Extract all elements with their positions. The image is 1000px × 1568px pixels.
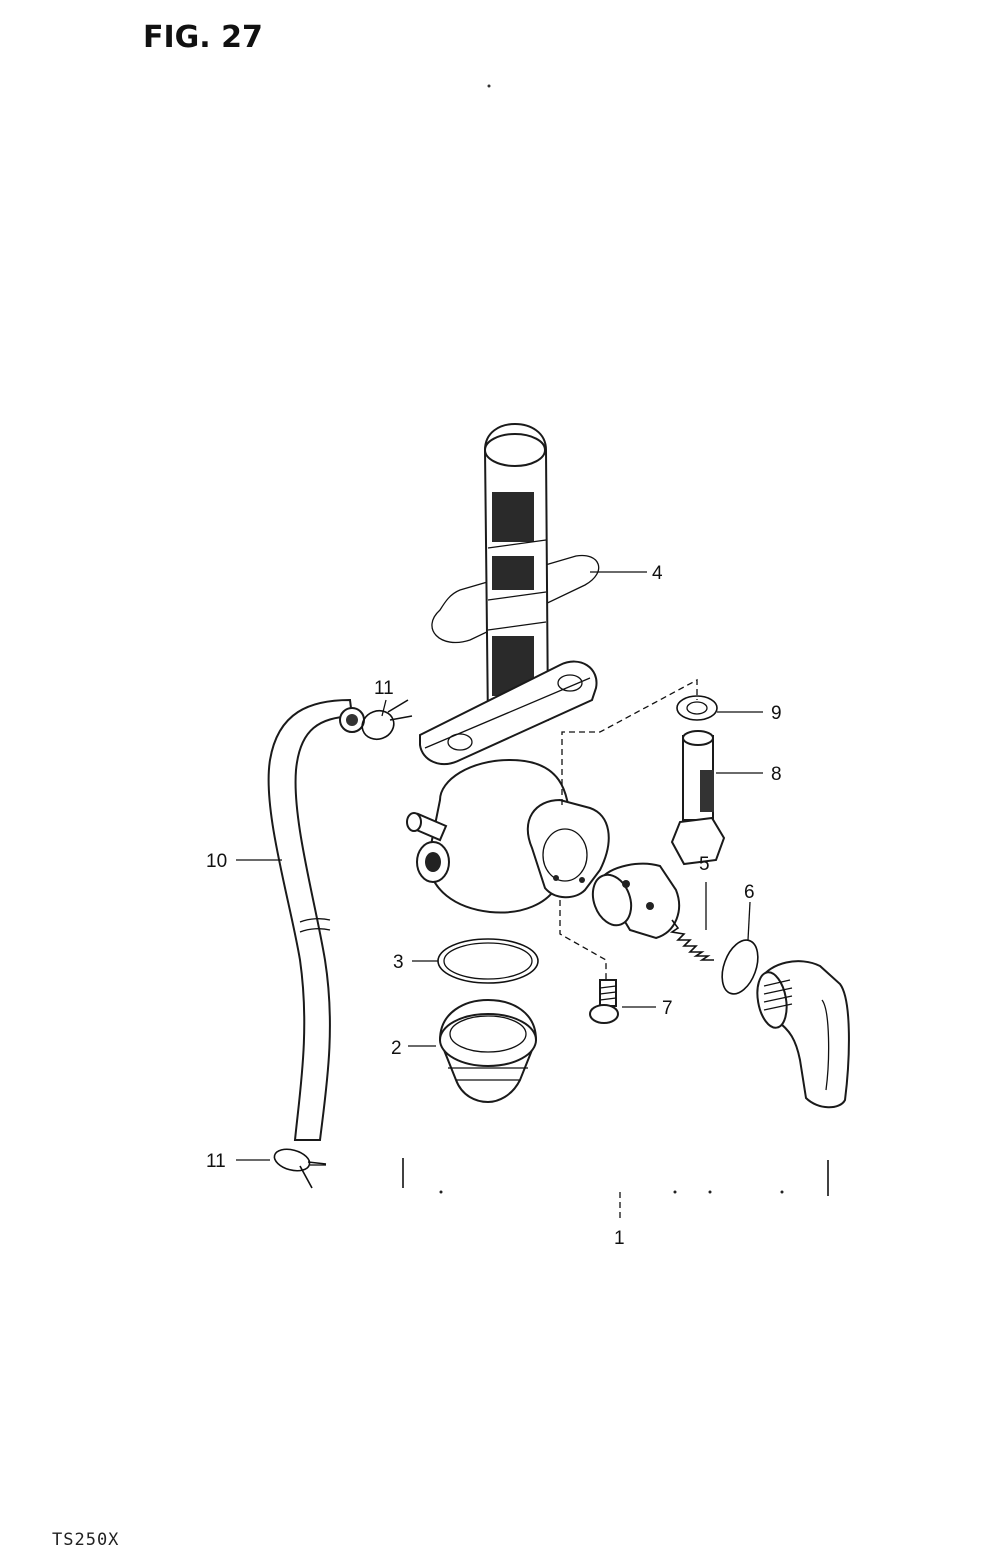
hose-clip-top (361, 699, 413, 741)
figure-title: FIG. 27 (143, 20, 263, 55)
bowl-o-ring (437, 938, 539, 984)
callout-6: 6 (744, 882, 755, 903)
spring (669, 919, 714, 961)
bolt (670, 730, 726, 866)
callout-11-bottom: 11 (206, 1151, 226, 1172)
small-screw (589, 979, 619, 1024)
washer (676, 695, 718, 721)
leader-lines (236, 571, 829, 1222)
valve-lever (756, 960, 850, 1109)
callout-10: 10 (206, 851, 227, 872)
hose-clip-bottom (273, 1148, 327, 1189)
callout-9: 9 (771, 703, 782, 724)
gasket-o-ring (431, 554, 600, 644)
filter-cup (438, 998, 538, 1104)
lever-plug (591, 862, 681, 940)
callout-1: 1 (614, 1228, 625, 1249)
lever-o-ring (721, 939, 759, 995)
callout-5: 5 (699, 854, 710, 875)
fuel-valve-body (406, 422, 610, 914)
callout-2: 2 (391, 1038, 402, 1059)
fuel-hose (267, 698, 365, 1141)
callout-8: 8 (771, 764, 782, 785)
callout-3: 3 (393, 952, 404, 973)
stray-dot (487, 84, 491, 88)
callout-4: 4 (652, 563, 663, 584)
model-code: TS250X (52, 1530, 120, 1550)
callout-7: 7 (662, 998, 673, 1019)
callout-11-top: 11 (374, 678, 394, 699)
